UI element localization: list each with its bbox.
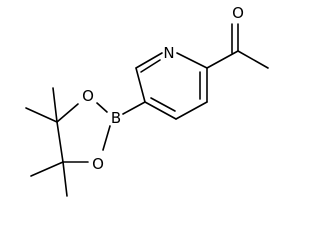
bond-c4-methyl-up — [52, 87, 58, 123]
bond-o1-c4 — [56, 103, 79, 123]
bond-boron-o2 — [102, 125, 111, 151]
acetyl-group — [206, 23, 269, 69]
bond-c3-boron — [122, 101, 146, 115]
bond-carbonyl-methyl — [237, 50, 269, 69]
pyridine-ring — [135, 52, 208, 120]
bond-c6-carbonyl — [206, 50, 239, 69]
dioxaborolane-ring — [56, 102, 111, 163]
bond-c5-methyl-down — [62, 161, 68, 197]
atom-label-nitrogen: N — [163, 44, 174, 62]
bond-c5-methyl-left — [30, 161, 64, 177]
methyl-groups — [25, 87, 68, 197]
bond-c4-c3-inner — [150, 97, 176, 112]
atom-label-ring-oxygen-top: O — [82, 87, 94, 105]
bond-n-c6 — [176, 52, 208, 69]
atom-label-boron: B — [111, 109, 121, 127]
bond-c4-c5 — [56, 121, 64, 163]
bond-c4-c3 — [144, 101, 177, 120]
bond-c3-c2 — [135, 67, 146, 103]
bond-n-c2-inner — [140, 59, 161, 73]
chemical-structure-diagram: N O B O O — [25, 4, 269, 197]
bond-c4-methyl-left — [25, 107, 58, 123]
bond-c5-c4 — [175, 101, 208, 120]
atom-label-carbonyl-oxygen: O — [232, 4, 244, 22]
bond-n-c2 — [135, 52, 163, 69]
atom-label-ring-oxygen-bottom: O — [92, 155, 104, 173]
bond-boron-o1 — [96, 102, 108, 113]
